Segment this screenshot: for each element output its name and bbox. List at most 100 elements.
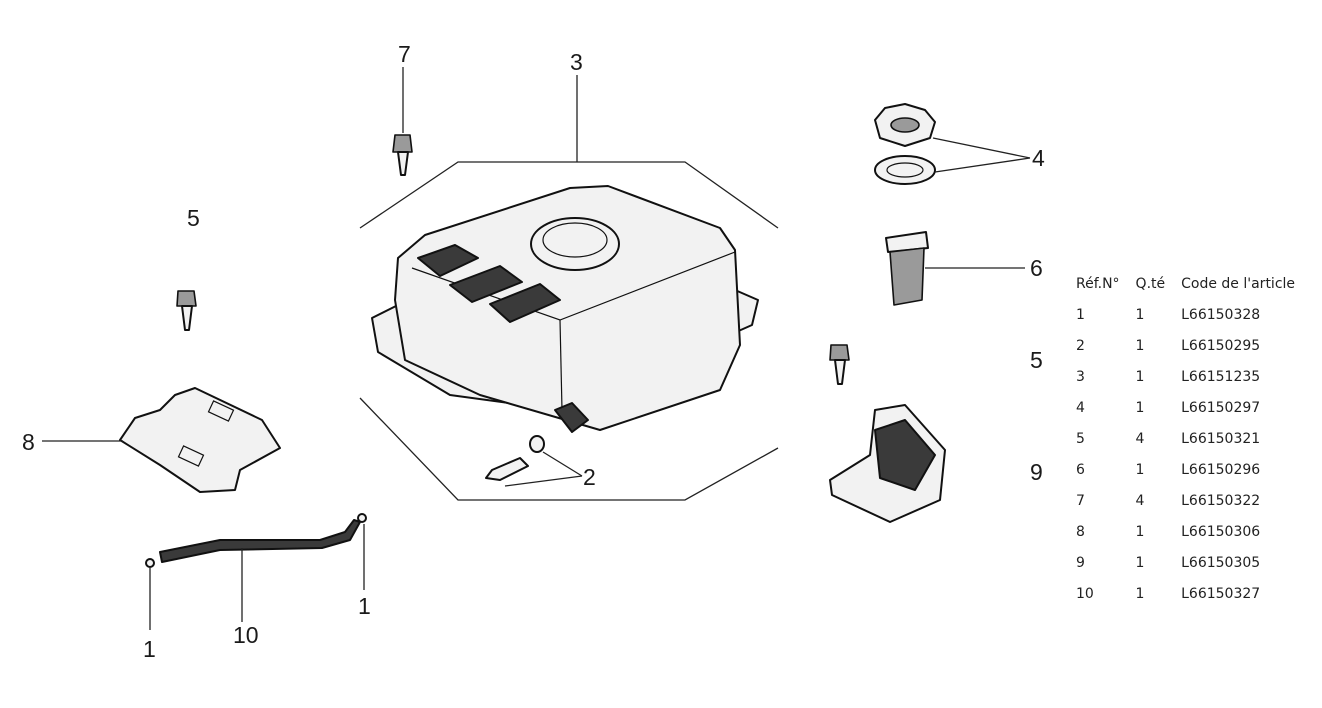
cell-code: L66151235: [1181, 368, 1261, 385]
tank-corner-edge: [559, 319, 563, 411]
bolt-7-head: [392, 134, 413, 153]
fuel-cap-top: [890, 117, 920, 133]
header-code: Code de l'article: [1181, 275, 1296, 292]
callout-1-right: 1: [358, 593, 371, 619]
tank-rib-3: [489, 283, 561, 323]
hose-clip-left: [145, 558, 155, 568]
cell-qty: 1: [1135, 554, 1145, 571]
callout-5-left: 5: [187, 205, 200, 231]
tank-body: [394, 185, 741, 431]
cell-ref: 6: [1076, 461, 1085, 478]
bracket-9: [829, 404, 946, 523]
cell-code: L66150305: [1181, 554, 1261, 571]
table-row: 4 1 L66150297: [1068, 392, 1303, 423]
cell-code: L66150297: [1181, 399, 1261, 416]
cell-qty: 1: [1135, 585, 1145, 602]
table-row: 5 4 L66150321: [1068, 423, 1303, 454]
cell-code: L66150327: [1181, 585, 1261, 602]
filler-neck-inner: [542, 222, 608, 258]
callout-7: 7: [398, 41, 411, 67]
fuel-tap-body: [485, 457, 529, 481]
tank-outlet: [554, 402, 589, 433]
cell-code: L66150306: [1181, 523, 1261, 540]
callout-5-right: 5: [1030, 347, 1043, 373]
bolt-5-left-head: [176, 290, 197, 307]
plate-8: [42, 387, 281, 493]
bolt-7: [392, 67, 413, 176]
cell-ref: 1: [1076, 306, 1085, 323]
callout-10: 10: [233, 622, 259, 648]
bolt-5-right-shank: [834, 359, 846, 385]
header-ref: Réf.N°: [1076, 275, 1120, 292]
tank-rib-1: [417, 244, 479, 277]
table-row: 7 4 L66150322: [1068, 485, 1303, 516]
bolt-5-right-head: [829, 344, 850, 361]
header-qty: Q.té: [1135, 275, 1166, 292]
cell-qty: 1: [1135, 399, 1145, 416]
fuel-tank: [359, 161, 779, 501]
cell-ref: 8: [1076, 523, 1085, 540]
callout-1-left: 1: [143, 636, 156, 662]
fuel-tap: [485, 435, 583, 487]
tank-rib-2: [449, 265, 523, 303]
cell-ref: 5: [1076, 430, 1085, 447]
fuel-tap-washer: [529, 435, 545, 453]
fuel-cap: [874, 103, 1031, 185]
table-row: 1 1 L66150328: [1068, 299, 1303, 330]
bolt-5-right: [829, 344, 850, 385]
parts-table-header-row: Réf.N° Q.té Code de l'article: [1068, 268, 1303, 299]
filler-neck: [530, 217, 620, 271]
plate-8-body: [119, 387, 281, 493]
cell-ref: 7: [1076, 492, 1085, 509]
leader-4a: [932, 137, 1031, 159]
bolt-5-left: [176, 290, 197, 331]
cell-ref: 2: [1076, 337, 1085, 354]
table-row: 8 1 L66150306: [1068, 516, 1303, 547]
fuel-hose: [145, 513, 367, 630]
callout-3: 3: [570, 49, 583, 75]
cell-qty: 1: [1135, 461, 1145, 478]
bracket-9-shade: [874, 419, 936, 491]
table-row: 10 1 L66150327: [1068, 578, 1303, 609]
table-row: 6 1 L66150296: [1068, 454, 1303, 485]
cap-gasket-hole: [886, 162, 924, 178]
cell-code: L66150328: [1181, 306, 1261, 323]
cell-code: L66150321: [1181, 430, 1261, 447]
cell-qty: 1: [1135, 306, 1145, 323]
cell-ref: 3: [1076, 368, 1085, 385]
cell-ref: 9: [1076, 554, 1085, 571]
cell-qty: 1: [1135, 523, 1145, 540]
fuel-strainer: [885, 231, 1025, 306]
cell-qty: 4: [1135, 492, 1145, 509]
cap-gasket: [874, 155, 936, 185]
callout-9: 9: [1030, 459, 1043, 485]
callout-4: 4: [1032, 145, 1045, 171]
cell-code: L66150296: [1181, 461, 1261, 478]
plate-8-slot-1: [207, 400, 235, 422]
plate-8-slot-2: [177, 445, 205, 467]
cell-ref: 4: [1076, 399, 1085, 416]
strainer-mesh: [889, 247, 925, 306]
cell-code: L66150295: [1181, 337, 1261, 354]
cell-ref: 10: [1076, 585, 1094, 602]
leader-2a: [542, 451, 583, 477]
tank-frame-outline: [359, 161, 779, 501]
table-row: 9 1 L66150305: [1068, 547, 1303, 578]
bolt-5-left-shank: [181, 305, 193, 331]
cell-qty: 4: [1135, 430, 1145, 447]
table-row: 2 1 L66150295: [1068, 330, 1303, 361]
hose-clip-right: [357, 513, 367, 523]
callout-8: 8: [22, 429, 35, 455]
cell-code: L66150322: [1181, 492, 1261, 509]
callout-2: 2: [583, 464, 596, 490]
fuel-hose-body: [159, 519, 361, 563]
callout-6: 6: [1030, 255, 1043, 281]
bolt-7-shank: [397, 151, 409, 176]
leader-2b: [504, 475, 583, 487]
strainer-rim: [885, 231, 929, 253]
leader-4b: [934, 157, 1031, 173]
cell-qty: 1: [1135, 337, 1145, 354]
